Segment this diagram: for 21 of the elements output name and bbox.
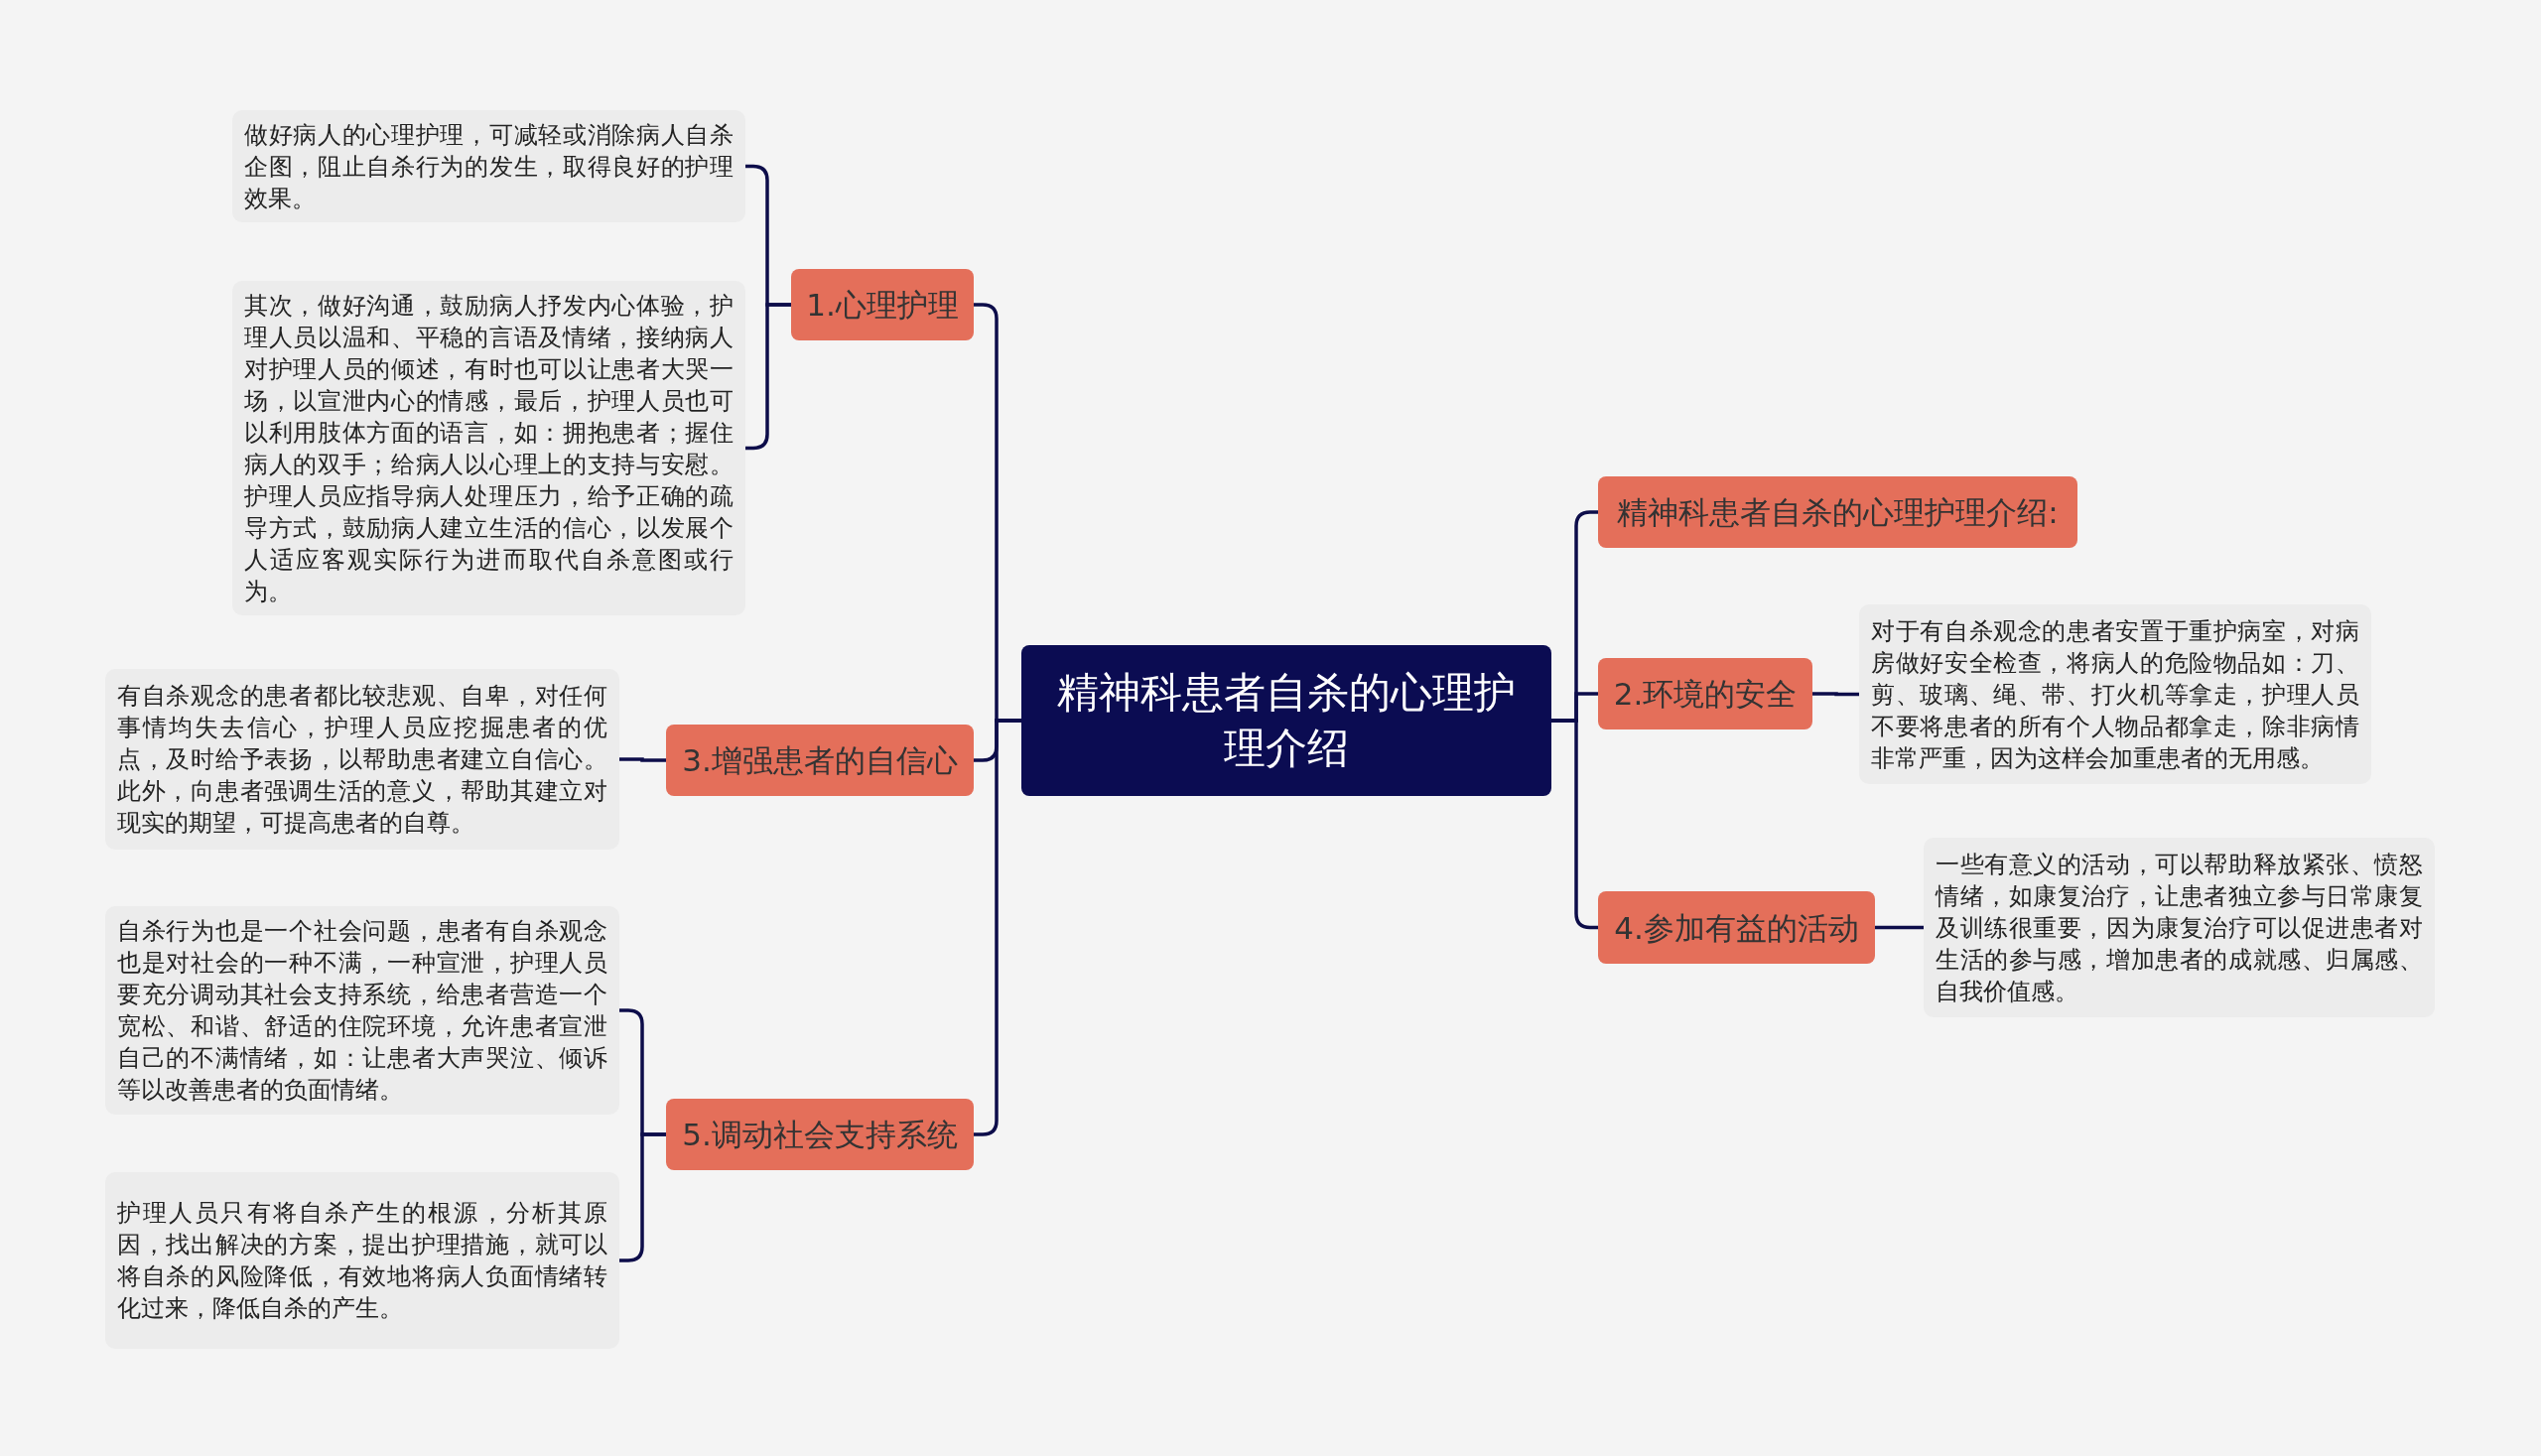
note-box: 做好病人的心理护理，可减轻或消除病人自杀企图，阻止自杀行为的发生，取得良好的护理效果。 [232, 110, 745, 222]
note-box: 其次，做好沟通，鼓励病人抒发内心体验，护理人员以温和、平稳的言语及情绪，接纳病人对护理人员的倾述，有时也可以让患者大哭一场，以宣泄内心的情感，最后，护理人员也可以利用肢体方面的语言，如：拥抱患者；握住病人的双手；给病人以心理上的支持与安慰。护理人员应指导病人处理压力，给予正确的疏导方式，鼓励病人建立生活的信心，以发展个人适应客观实际行为进而取代自杀意图或行为。 [232, 281, 745, 615]
connector-line [619, 757, 666, 762]
note-box: 一些有意义的活动，可以帮助释放紧张、愤怒情绪，如康复治疗，让患者独立参与日常康复及训练很重要，因为康复治疗可以促进患者对生活的参与感，增加患者的成就感、归属感、自我价值感。 [1924, 838, 2435, 1017]
topic-box: 1.心理护理 [791, 269, 974, 340]
connector-line [1875, 925, 1924, 930]
connector-line [1812, 692, 1859, 697]
note-box: 有自杀观念的患者都比较悲观、自卑，对任何事情均失去信心，护理人员应挖掘患者的优点，及时给予表扬，以帮助患者建立自信心。此外，向患者强调生活的意义，帮助其建立对现实的期望，可提高患者的自尊。 [105, 669, 619, 850]
topic-box: 精神科患者自杀的心理护理介绍: [1598, 476, 2077, 548]
connector-line [745, 303, 791, 451]
connector-line [619, 1132, 666, 1262]
title-box: 精神科患者自杀的心理护理介绍 [1021, 645, 1551, 796]
note-box: 自杀行为也是一个社会问题，患者有自杀观念也是对社会的一种不满，一种宣泄，护理人员要充分调动其社会支持系统，给患者营造一个宽松、和谐、舒适的住院环境，允许患者宣泄自己的不满情绪，如：让患者大声哭泣、倾诉等以改善患者的负面情绪。 [105, 906, 619, 1115]
topic-box: 3.增强患者的自信心 [666, 725, 974, 796]
note-box: 护理人员只有将自杀产生的根源，分析其原因，找出解决的方案，提出护理措施，就可以将自杀的风险降低，有效地将病人负面情绪转化过来，降低自杀的产生。 [105, 1172, 619, 1349]
topic-box: 2.环境的安全 [1598, 658, 1812, 729]
topic-box: 5.调动社会支持系统 [666, 1099, 974, 1170]
topic-box: 4.参加有益的活动 [1598, 891, 1875, 964]
note-box: 对于有自杀观念的患者安置于重护病室，对病房做好安全检查，将病人的危险物品如：刀、剪、玻璃、绳、带、打火机等拿走，护理人员不要将患者的所有个人物品都拿走，除非病情非常严重，因为这样会加重患者的无用感。 [1859, 604, 2371, 784]
connector-line [1551, 719, 1598, 930]
connector-line [974, 719, 1021, 1136]
